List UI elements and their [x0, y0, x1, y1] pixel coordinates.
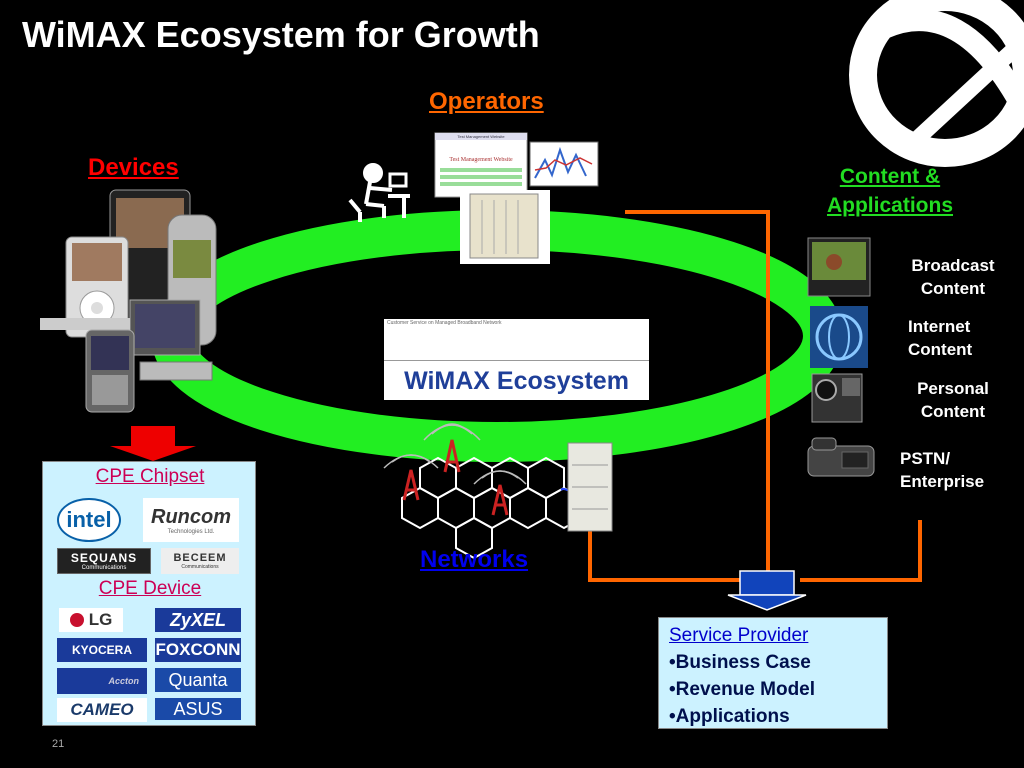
- funnel-arrow: [727, 570, 807, 611]
- broadcast-tv-icon: [807, 237, 871, 297]
- cell-tower-icon: [402, 439, 509, 516]
- personal-line2: Content: [920, 402, 986, 421]
- personal-line1: Personal: [917, 379, 989, 398]
- broadcast-line2: Content: [920, 279, 986, 298]
- intel-logo: intel: [57, 498, 121, 542]
- camcorder-icon: [811, 373, 863, 423]
- content-label-line2: Applications: [826, 194, 953, 217]
- personal-content-label: Personal Content: [903, 377, 1003, 423]
- accton-logo: Accton: [57, 668, 147, 694]
- asus-logo: ASUS: [155, 698, 241, 720]
- zyxel-logo: ZyXEL: [155, 608, 241, 632]
- networks-label: Networks: [420, 546, 529, 573]
- devices-cluster: [40, 189, 217, 413]
- internet-content-label: Internet Content: [898, 315, 994, 361]
- service-provider-box: Service Provider •Business Case •Revenue…: [658, 617, 888, 729]
- beceem-logo: BECEEM Communications: [161, 548, 239, 574]
- lg-logo: LG: [59, 608, 123, 632]
- cpe-device-heading: CPE Device: [98, 578, 202, 599]
- ecosystem-screenshot: Customer Service on Managed Broadband Ne…: [384, 319, 649, 361]
- globe-logo-icon: [849, 0, 1024, 167]
- operator-screens: [434, 132, 599, 198]
- telephone-icon: [807, 437, 875, 477]
- internet-line1: Internet: [908, 317, 971, 336]
- operators-label: Operators: [429, 88, 544, 115]
- sequans-logo: SEQUANS Communications: [57, 548, 151, 574]
- page-number: 21: [52, 738, 65, 750]
- quanta-logo: Quanta: [155, 668, 241, 692]
- devices-label: Devices: [88, 154, 179, 181]
- cpe-panel: CPE Chipset intel Runcom Technologies Lt…: [42, 461, 256, 726]
- pstn-line2: Enterprise: [900, 472, 985, 491]
- content-label-line1: Content &: [839, 165, 941, 188]
- service-provider-title: Service Provider: [669, 625, 809, 646]
- operator-workstation-icon: [348, 163, 410, 222]
- service-item-revenue-model: •Revenue Model: [669, 679, 816, 700]
- operators-screen-title: Test Management Website: [449, 157, 513, 163]
- cameo-logo: CAMEO: [57, 698, 147, 722]
- server-icon: [460, 190, 550, 264]
- pstn-enterprise-label: PSTN/ Enterprise: [900, 447, 1004, 493]
- broadcast-line1: Broadcast: [911, 256, 995, 275]
- pstn-line1: PSTN/: [900, 449, 951, 468]
- devices-arrow: [110, 426, 196, 461]
- service-item-applications: •Applications: [669, 706, 790, 727]
- wimax-ecosystem-box: Customer Service on Managed Broadband Ne…: [384, 319, 649, 400]
- foxconn-logo: FOXCONN: [155, 638, 241, 662]
- runcom-logo: Runcom Technologies Ltd.: [143, 498, 239, 542]
- content-applications-label: Content & Applications: [812, 162, 968, 220]
- networks-graphic: ~~: [383, 423, 613, 560]
- operators-screen-header: Test Management Website: [457, 134, 505, 139]
- service-item-business-case: •Business Case: [669, 652, 811, 673]
- kyocera-logo: KYOCERA: [57, 638, 147, 662]
- internet-globe-icon: [810, 306, 868, 368]
- wimax-ecosystem-label: WiMAX Ecosystem: [404, 367, 629, 395]
- ecosystem-caption: Customer Service on Managed Broadband Ne…: [387, 320, 502, 326]
- internet-line2: Content: [908, 340, 973, 359]
- broadcast-content-label: Broadcast Content: [898, 254, 1008, 300]
- slide-title: WiMAX Ecosystem for Growth: [22, 14, 540, 55]
- cpe-chipset-heading: CPE Chipset: [95, 466, 205, 487]
